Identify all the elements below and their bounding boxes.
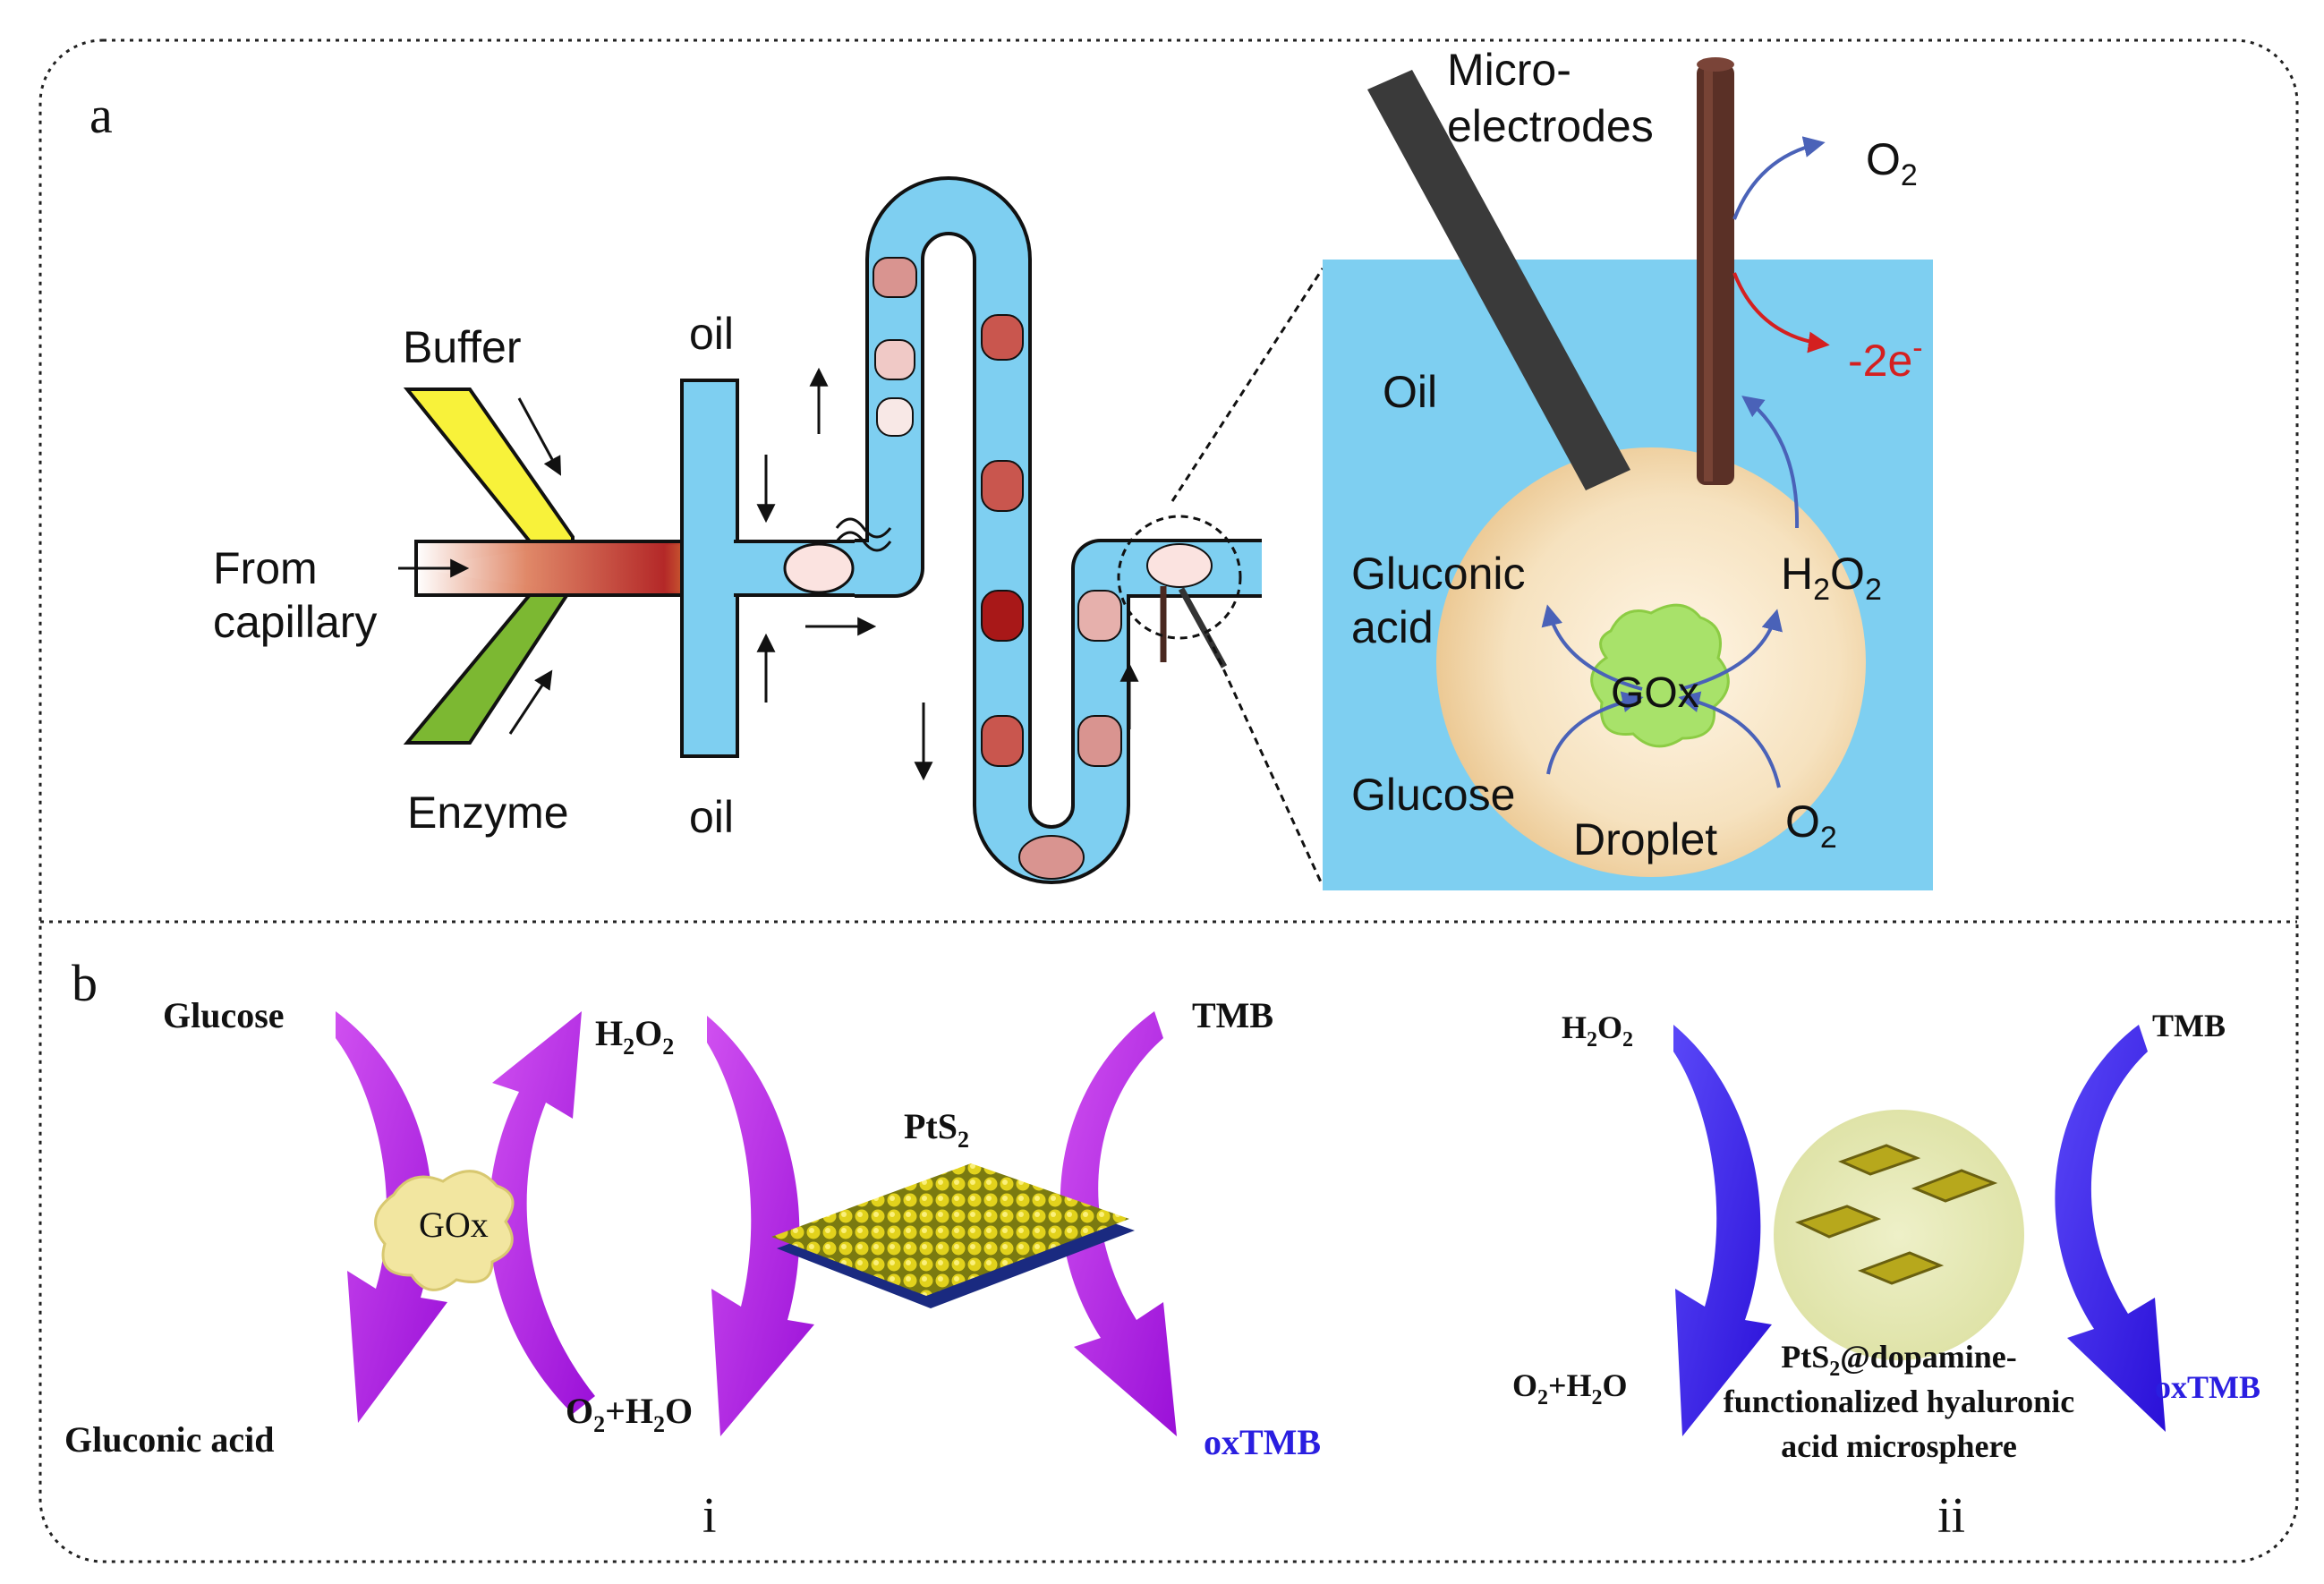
- arrow-tmb-to-oxtmb-ii: [2055, 1025, 2166, 1432]
- detection-droplet: [1146, 543, 1213, 588]
- zoom-line-top: [1171, 268, 1324, 502]
- label-gluconic: Gluconic: [1351, 549, 1526, 599]
- electrode-dark: [1367, 70, 1630, 490]
- channel-droplet: [1018, 835, 1085, 880]
- label-glucose-zoom: Glucose: [1351, 770, 1515, 820]
- label-oil-top: oil: [689, 309, 734, 359]
- label-roman-i: i: [702, 1488, 717, 1544]
- electrode-brown: [1697, 64, 1734, 485]
- label-electrodes: electrodes: [1447, 101, 1654, 151]
- pts2-flake: [1911, 1169, 1998, 1203]
- flow-arrows: [398, 367, 1139, 781]
- capillary-plume: [421, 544, 725, 592]
- arrow-gox-to-h2o2: [489, 1011, 595, 1414]
- label-roman-ii: ii: [1937, 1488, 1965, 1544]
- arrow-tmb-to-oxtmb: [1060, 1011, 1177, 1436]
- channel-droplet: [981, 715, 1024, 767]
- channel-droplet: [981, 314, 1024, 361]
- buffer-arrow: [517, 397, 562, 476]
- label-capillary: capillary: [213, 597, 377, 647]
- panel-b-letter: b: [72, 954, 98, 1012]
- subpanel-ii: H2O2 TMB O2+H2O oxTMB PtS2@dopamine- fun…: [1512, 1008, 2260, 1544]
- pts2-flake: [1837, 1144, 1921, 1176]
- panel-a-letter: a: [89, 86, 113, 144]
- channel-droplet: [1077, 590, 1122, 642]
- label-gox-zoom: GOx: [1611, 669, 1699, 717]
- zoom-panel: Micro- electrodes Oil O2 -2e- Gluconic a…: [1323, 45, 1933, 890]
- pts2-flake: [1857, 1251, 1945, 1285]
- outer-frame: [38, 38, 2299, 1563]
- label-droplet: Droplet: [1573, 814, 1717, 864]
- label-tmb-ii: TMB: [2152, 1008, 2226, 1043]
- label-h2o2-ii: H2O2: [1562, 1009, 1633, 1052]
- label-microsphere-line1: PtS2@dopamine-: [1781, 1339, 2017, 1381]
- channel-break-mark: [835, 517, 892, 539]
- label-h2o2-zoom: H2O2: [1781, 549, 1882, 607]
- zoom-line-bottom: [1206, 634, 1324, 887]
- label-tmb-i: TMB: [1192, 995, 1273, 1035]
- arrow-gox-to-h2o2: [1680, 609, 1783, 691]
- label-o2-bottom: O2: [1785, 796, 1837, 855]
- serpentine-channel: [835, 176, 1324, 887]
- channel-droplet: [874, 339, 915, 380]
- panel-a: a: [89, 45, 1933, 890]
- panel-b: b GOx Glucose H2O2 PtS2 TMB Gluconic aci…: [64, 954, 2260, 1544]
- label-oil-zoom: Oil: [1383, 367, 1437, 417]
- pts2-flake: [1794, 1205, 1882, 1239]
- arrow-glucose-to-gox: [1546, 691, 1644, 775]
- arrow-h2o2-to-electrode: [1741, 396, 1800, 529]
- channel-droplet: [873, 257, 917, 298]
- arrow-h2o2-to-o2h2o-ii: [1673, 1025, 1772, 1436]
- label-o2h2o-ii: O2+H2O: [1512, 1367, 1628, 1409]
- label-microsphere-line2: functionalized hyaluronic: [1724, 1384, 2074, 1419]
- gox-blob: [374, 1170, 515, 1291]
- label-acid: acid: [1351, 602, 1434, 652]
- subpanel-i: GOx Glucose H2O2 PtS2 TMB Gluconic acid …: [64, 995, 1321, 1544]
- label-enzyme: Enzyme: [407, 788, 569, 838]
- label-o2h2o-i: O2+H2O: [566, 1391, 693, 1437]
- microsphere: [1774, 1110, 2024, 1360]
- arrow-o2-to-gox: [1678, 691, 1781, 788]
- label-gox-i: GOx: [419, 1205, 489, 1245]
- zoom-circle: [1117, 515, 1242, 640]
- label-oxtmb-i: oxTMB: [1204, 1422, 1321, 1462]
- label-pts2-i: PtS2: [904, 1106, 969, 1153]
- pts2-sheet: [771, 1163, 1129, 1296]
- mini-electrode: [1178, 587, 1228, 669]
- enzyme-arrow: [508, 669, 553, 735]
- label-from: From: [213, 543, 318, 593]
- label-glucose-i: Glucose: [163, 995, 285, 1035]
- arrow-gox-to-gluconic: [1541, 604, 1643, 691]
- label-gluconic-acid-i: Gluconic acid: [64, 1419, 274, 1460]
- channel-droplet: [876, 397, 914, 437]
- arrow-to-minus2e: [1732, 272, 1830, 353]
- label-minus2e: -2e-: [1848, 331, 1923, 386]
- droplet-forming: [783, 542, 855, 594]
- arrow-h2o2-to-o2h2o: [707, 1016, 814, 1436]
- label-buffer: Buffer: [403, 322, 522, 372]
- arrow-to-o2: [1732, 136, 1826, 220]
- label-o2-top: O2: [1866, 134, 1918, 192]
- label-h2o2-i: H2O2: [595, 1013, 674, 1060]
- label-oil-bottom: oil: [689, 792, 734, 842]
- label-oxtmb-ii: oxTMB: [2155, 1369, 2260, 1405]
- channel-droplet: [981, 590, 1024, 642]
- label-microsphere-line3: acid microsphere: [1781, 1428, 2017, 1464]
- channel-droplet: [981, 460, 1024, 512]
- channel-droplet: [1077, 715, 1122, 767]
- label-micro: Micro-: [1447, 45, 1571, 95]
